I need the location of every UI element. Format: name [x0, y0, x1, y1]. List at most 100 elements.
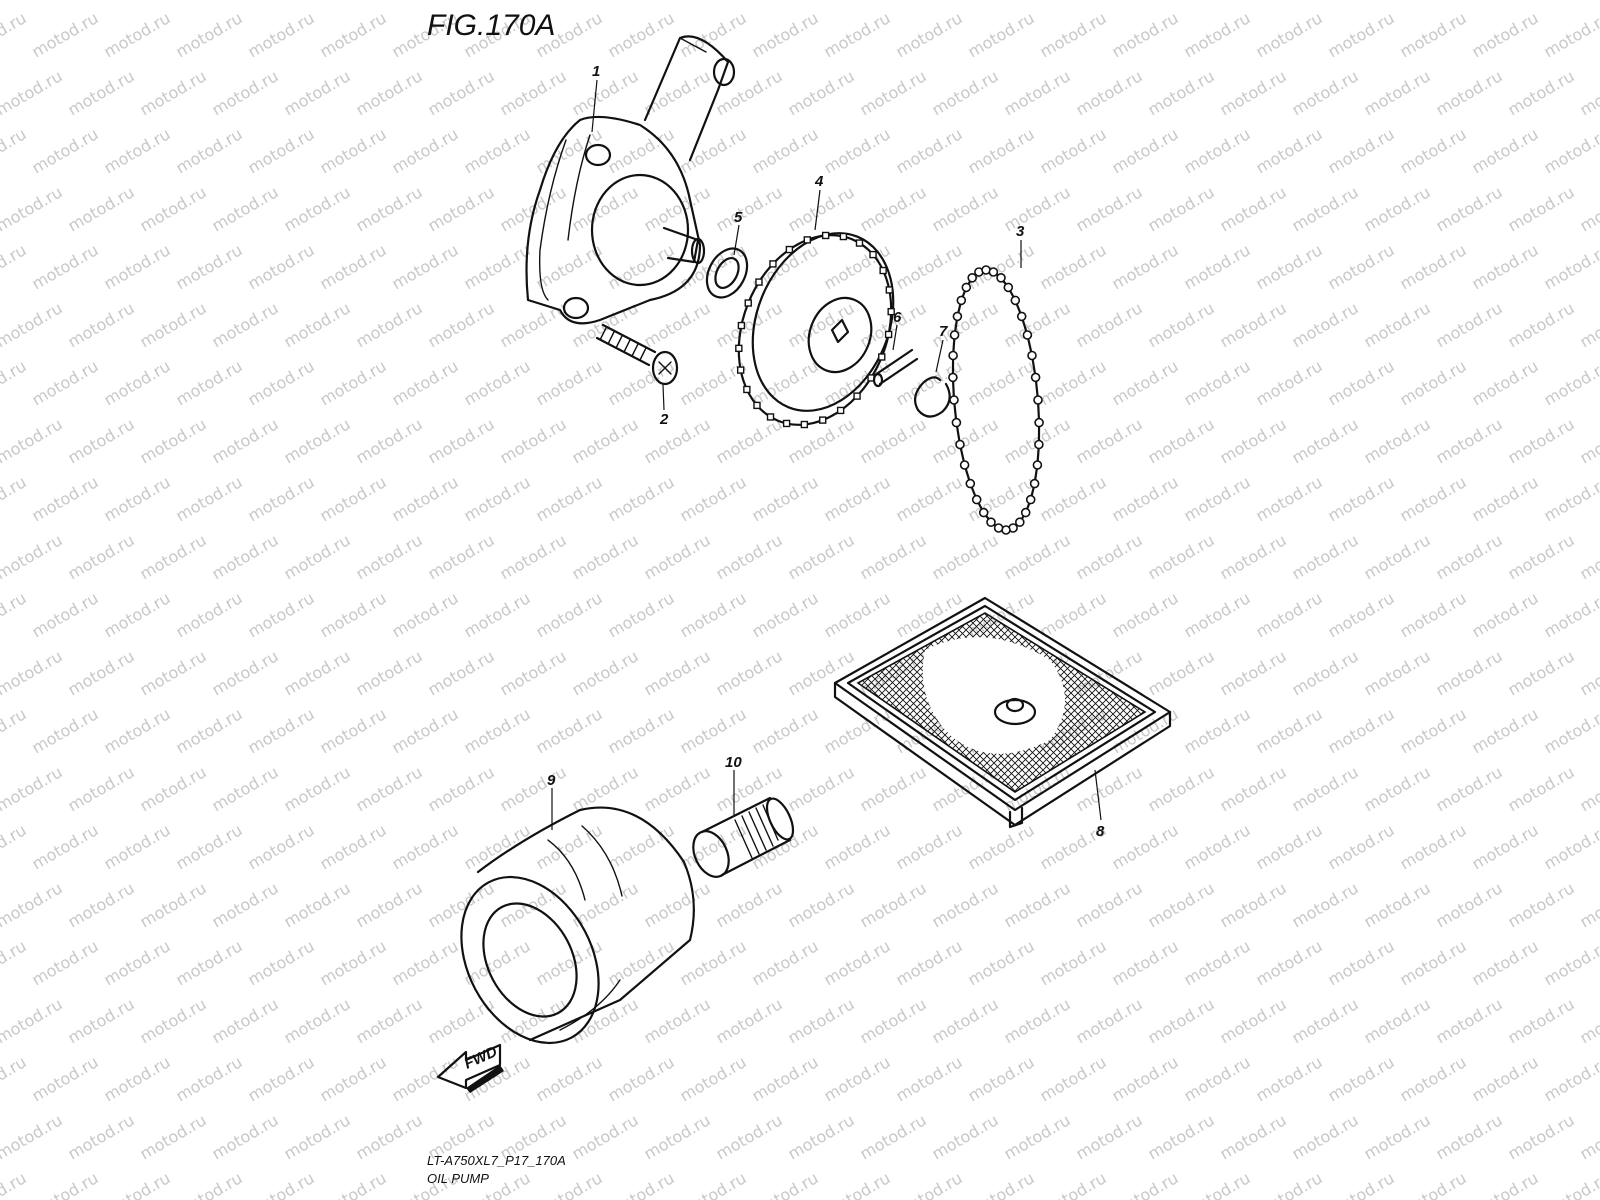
watermark-text: motod.ru [1001, 298, 1074, 351]
watermark-text: motod.ru [1181, 704, 1254, 757]
watermark-text: motod.ru [1253, 356, 1326, 409]
watermark-text: motod.ru [1325, 1168, 1398, 1200]
watermark-text: motod.ru [1253, 8, 1326, 61]
watermark-text: motod.ru [1037, 936, 1110, 989]
watermark-text: motod.ru [1289, 414, 1362, 467]
watermark-text: motod.ru [1577, 1110, 1600, 1163]
watermark-text: motod.ru [1397, 1168, 1470, 1200]
watermark-text: motod.ru [425, 994, 498, 1047]
watermark-text: motod.ru [1361, 530, 1434, 583]
watermark-text: motod.ru [569, 0, 642, 3]
gear-tooth [737, 321, 746, 330]
watermark-text: motod.ru [677, 472, 750, 525]
watermark-text: motod.ru [245, 240, 318, 293]
gear-tooth [803, 236, 811, 244]
watermark-text: motod.ru [353, 530, 426, 583]
watermark-text: motod.ru [1541, 820, 1600, 873]
watermark-text: motod.ru [929, 414, 1002, 467]
watermark-text: motod.ru [245, 124, 318, 177]
watermark-text: motod.ru [1361, 762, 1434, 815]
watermark-text: motod.ru [1289, 1110, 1362, 1163]
watermark-text: motod.ru [317, 472, 390, 525]
watermark-text: motod.ru [461, 472, 534, 525]
watermark-text: motod.ru [425, 0, 498, 3]
watermark-text: motod.ru [1289, 994, 1362, 1047]
oil-pump-body-illustration [525, 35, 736, 325]
watermark-text: motod.ru [533, 472, 606, 525]
watermark-text: motod.ru [1541, 240, 1600, 293]
watermark-text: motod.ru [137, 0, 210, 3]
watermark-text: motod.ru [1325, 356, 1398, 409]
watermark-text: motod.ru [893, 240, 966, 293]
watermark-text: motod.ru [281, 994, 354, 1047]
watermark-text: motod.ru [137, 762, 210, 815]
callout-3: 3 [1016, 223, 1025, 240]
chain-link [955, 439, 965, 450]
watermark-text: motod.ru [281, 0, 354, 3]
watermark-text: motod.ru [1145, 530, 1218, 583]
figure-title: FIG.170A [427, 9, 555, 42]
watermark-text: motod.ru [317, 936, 390, 989]
watermark-text: motod.ru [209, 530, 282, 583]
watermark-text: motod.ru [1145, 182, 1218, 235]
watermark-text: motod.ru [1217, 182, 1290, 235]
watermark-text: motod.ru [1433, 66, 1506, 119]
watermark-text: motod.ru [137, 182, 210, 235]
watermark-text: motod.ru [1253, 704, 1326, 757]
watermark-text: motod.ru [101, 588, 174, 641]
watermark-text: motod.ru [1289, 0, 1362, 3]
watermark-text: motod.ru [1073, 0, 1146, 3]
watermark-text: motod.ru [0, 530, 66, 583]
pin-illustration [872, 348, 919, 388]
watermark-text: motod.ru [605, 8, 678, 61]
watermark-text: motod.ru [173, 704, 246, 757]
watermark-text: motod.ru [461, 356, 534, 409]
watermark-text: motod.ru [1505, 66, 1578, 119]
watermark-text: motod.ru [317, 240, 390, 293]
watermark-text: motod.ru [1325, 588, 1398, 641]
watermark-text: motod.ru [1109, 936, 1182, 989]
watermark-text: motod.ru [1397, 588, 1470, 641]
watermark-text: motod.ru [1325, 240, 1398, 293]
chain-illustration [948, 265, 1044, 535]
watermark-text: motod.ru [209, 0, 282, 3]
watermark-text: motod.ru [65, 530, 138, 583]
watermark-text: motod.ru [1217, 66, 1290, 119]
watermark-text: motod.ru [209, 66, 282, 119]
watermark-text: motod.ru [1469, 820, 1542, 873]
watermark-text: motod.ru [1145, 762, 1218, 815]
gear-tooth [736, 366, 745, 374]
watermark-text: motod.ru [0, 8, 30, 61]
watermark-text: motod.ru [677, 588, 750, 641]
watermark-text: motod.ru [317, 1052, 390, 1105]
watermark-text: motod.ru [1217, 762, 1290, 815]
watermark-text: motod.ru [1037, 588, 1110, 641]
watermark-text: motod.ru [749, 1168, 822, 1200]
watermark-text: motod.ru [605, 1052, 678, 1105]
watermark-text: motod.ru [1541, 124, 1600, 177]
chain-link [1020, 507, 1031, 518]
watermark-text: motod.ru [605, 124, 678, 177]
watermark-text: motod.ru [173, 1168, 246, 1200]
gear-tooth [853, 392, 861, 400]
watermark-text: motod.ru [749, 820, 822, 873]
watermark-text: motod.ru [0, 414, 66, 467]
washer-illustration [705, 247, 749, 299]
watermark-text: motod.ru [533, 356, 606, 409]
watermark-text: motod.ru [1073, 414, 1146, 467]
watermark-text: motod.ru [173, 472, 246, 525]
watermark-text: motod.ru [1397, 356, 1470, 409]
watermark-text: motod.ru [1505, 530, 1578, 583]
watermark-text: motod.ru [569, 182, 642, 235]
watermark-text: motod.ru [65, 1110, 138, 1163]
watermark-text: motod.ru [749, 1052, 822, 1105]
figure-code: LT-A750XL7_P17_170A [427, 1153, 566, 1168]
chain-link [961, 282, 972, 293]
watermark-text: motod.ru [1145, 298, 1218, 351]
watermark-text: motod.ru [1253, 588, 1326, 641]
watermark-text: motod.ru [965, 8, 1038, 61]
watermark-text: motod.ru [1361, 0, 1434, 3]
watermark-text: motod.ru [1541, 588, 1600, 641]
watermark-text: motod.ru [785, 66, 858, 119]
watermark-text: motod.ru [1325, 124, 1398, 177]
